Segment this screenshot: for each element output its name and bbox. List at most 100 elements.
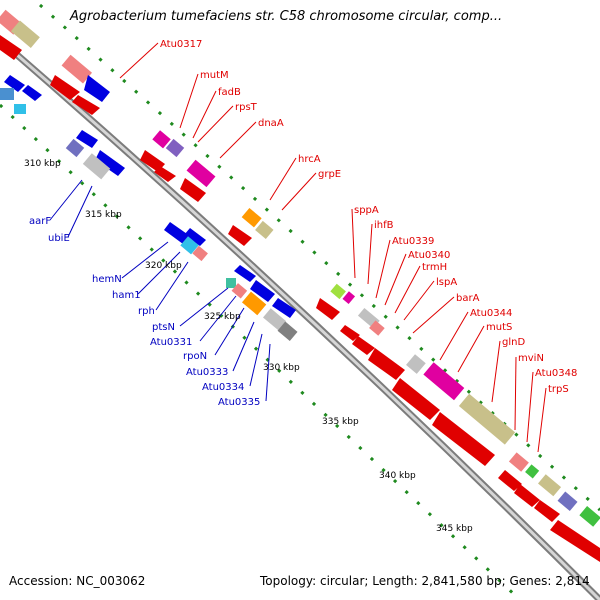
gene-label[interactable]: Atu0335: [218, 397, 260, 408]
gene-box: [557, 491, 578, 512]
gene-arrow: [392, 378, 440, 420]
gene-box: [61, 54, 93, 84]
gene-arrow: [0, 35, 22, 60]
gene-label[interactable]: aarF: [29, 216, 51, 227]
label-leader-line: [269, 157, 297, 201]
gene-label[interactable]: Atu0340: [408, 250, 450, 261]
label-leader-line: [121, 241, 169, 279]
gene-label[interactable]: rpsT: [235, 102, 258, 113]
label-leader-line: [412, 296, 455, 334]
gene-arrow: [352, 336, 375, 355]
gene-label[interactable]: Atu0317: [160, 39, 202, 50]
gene-label[interactable]: Atu0331: [150, 337, 192, 348]
gene-box: [423, 362, 465, 401]
gene-label[interactable]: Atu0334: [202, 382, 244, 393]
gene-arrow: [250, 280, 275, 302]
gene-box: [241, 207, 262, 228]
scale-tick-label: 315 kbp: [85, 210, 122, 220]
gene-box: [180, 236, 199, 255]
gene-arrow: [76, 130, 98, 148]
gene-box: [241, 291, 267, 316]
gene-box: [277, 321, 298, 342]
gene-label[interactable]: Atu0339: [392, 236, 434, 247]
gene-label[interactable]: Atu0344: [470, 308, 512, 319]
gene-arrow: [234, 265, 256, 282]
gene-label[interactable]: trpS: [548, 384, 569, 395]
label-leader-line: [351, 208, 356, 279]
label-leader-line: [192, 90, 217, 139]
gene-label[interactable]: Atu0348: [535, 368, 577, 379]
label-leader-line: [514, 356, 517, 431]
gene-arrow: [228, 225, 252, 246]
label-leader-line: [439, 311, 469, 361]
label-leader-line: [537, 387, 547, 453]
gene-label[interactable]: mutS: [486, 322, 512, 333]
label-leader-line: [265, 343, 271, 402]
scale-tick-label: 330 kbp: [263, 363, 300, 373]
scale-tick-labels: 310 kbp 315 kbp 320 kbp 325 kbp 330 kbp …: [24, 159, 473, 534]
reverse-label-leaders: [49, 179, 271, 402]
gene-label[interactable]: ubiE: [48, 233, 70, 244]
gene-label[interactable]: Atu0333: [186, 367, 228, 378]
gene-label[interactable]: grpE: [318, 169, 341, 180]
reverse-strand-genes: [0, 75, 298, 342]
label-leader-line: [526, 371, 534, 443]
forward-label-leaders: [119, 42, 547, 453]
chromosome-backbone: [0, 37, 600, 600]
gene-box: [186, 159, 216, 188]
gene-label[interactable]: mviN: [518, 353, 544, 364]
gene-label[interactable]: hrcA: [298, 154, 321, 165]
label-leader-line: [249, 333, 263, 387]
gene-box: [231, 283, 248, 299]
label-leader-line: [179, 73, 199, 129]
gene-arrow: [180, 178, 206, 202]
accession-text: Accession: NC_003062: [9, 574, 146, 588]
gene-label[interactable]: rpoN: [183, 351, 207, 362]
gene-arrow: [340, 325, 360, 341]
gene-box: [82, 153, 111, 180]
label-leader-line: [367, 223, 373, 285]
gene-label[interactable]: sppA: [354, 205, 379, 216]
scale-tick-label: 325 kbp: [204, 312, 241, 322]
label-leader-line: [403, 280, 435, 321]
gene-label[interactable]: ham1: [112, 290, 141, 301]
gene-box: [255, 220, 274, 240]
label-leader-line: [137, 251, 181, 295]
forward-gene-labels: Atu0317 mutM fadB rpsT dnaA hrcA grpE sp…: [160, 39, 577, 395]
label-leader-line: [119, 42, 159, 79]
gene-label[interactable]: rph: [138, 306, 155, 317]
scale-tick-label: 320 kbp: [145, 261, 182, 271]
gene-arrow: [184, 228, 206, 246]
gene-box: [330, 283, 346, 300]
gene-arrow: [534, 500, 560, 522]
gene-label[interactable]: lspA: [436, 277, 457, 288]
label-leader-line: [281, 172, 317, 211]
gene-label[interactable]: barA: [456, 293, 480, 304]
gene-label[interactable]: hemN: [92, 274, 122, 285]
gene-arrow: [272, 298, 296, 318]
scale-tick-label: 310 kbp: [24, 159, 61, 169]
forward-strand-genes: [0, 9, 600, 562]
gene-label[interactable]: mutM: [200, 70, 229, 81]
label-leader-line: [457, 325, 485, 373]
gene-label[interactable]: glnD: [502, 337, 525, 348]
gene-box: [458, 393, 516, 445]
gene-arrow: [22, 85, 42, 101]
gene-box: [192, 245, 208, 262]
reverse-gene-labels: aarF ubiE hemN ham1 rph ptsN Atu0331 rpo…: [29, 216, 260, 408]
gene-arrow: [4, 75, 25, 92]
label-leader-line: [375, 239, 391, 299]
gene-label[interactable]: ihfB: [374, 220, 394, 231]
label-leader-line: [219, 121, 257, 159]
chromosome-backbone-highlight: [0, 38, 600, 600]
gene-box: [538, 474, 562, 497]
gene-arrow: [550, 520, 600, 562]
gene-arrow: [164, 222, 190, 244]
gene-label[interactable]: ptsN: [152, 322, 175, 333]
gene-arrow: [498, 470, 522, 491]
gene-box: [263, 308, 287, 331]
gene-label[interactable]: trmH: [422, 262, 447, 273]
gene-label[interactable]: dnaA: [258, 118, 284, 129]
gene-label[interactable]: fadB: [218, 87, 241, 98]
